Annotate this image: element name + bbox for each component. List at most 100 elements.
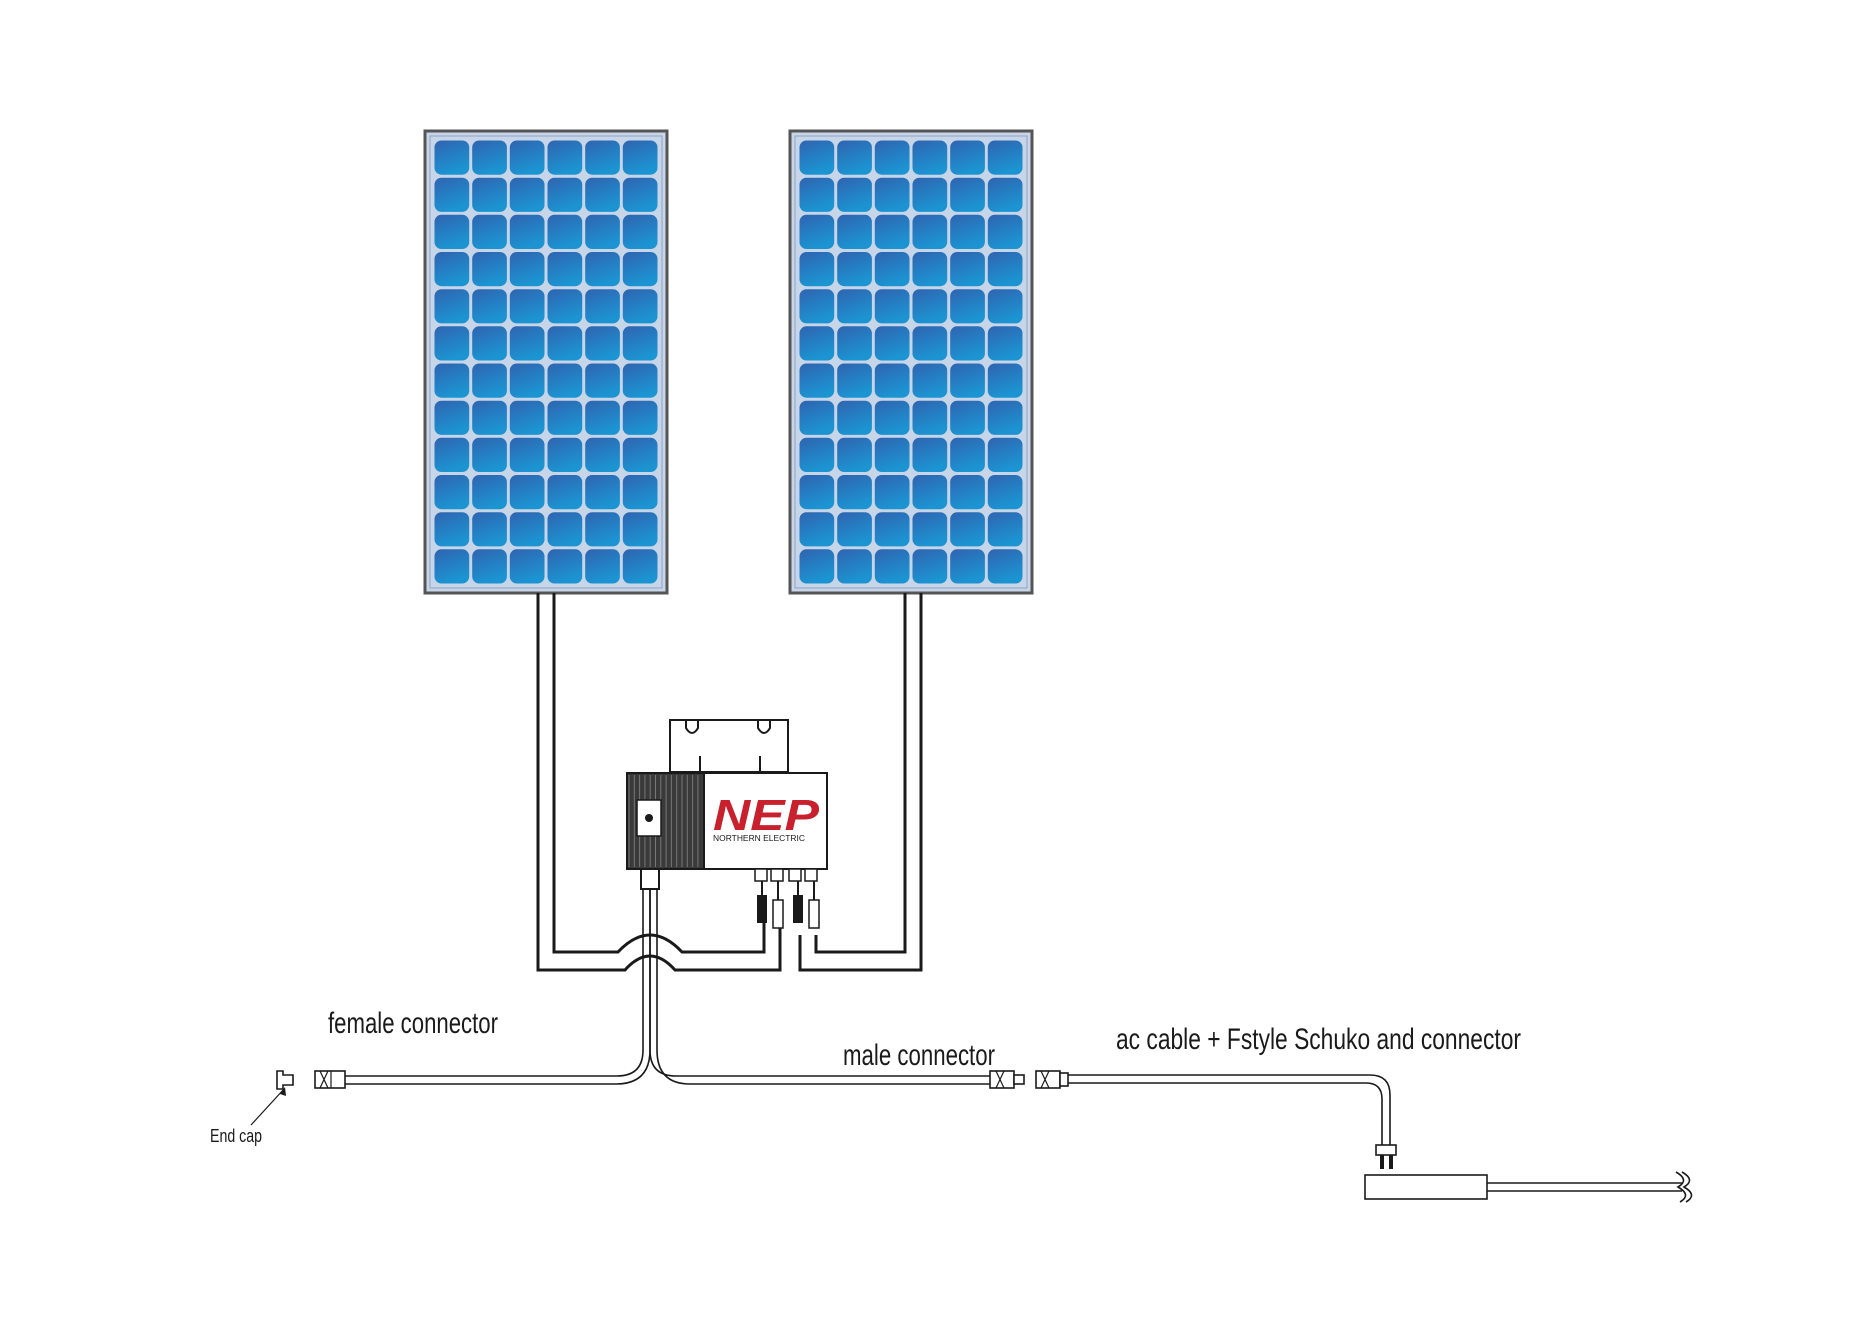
inverter-heatsink	[626, 772, 705, 870]
solar-cell	[472, 475, 507, 510]
schuko-plug	[1375, 1144, 1397, 1169]
solar-cell	[987, 475, 1023, 510]
solar-cell	[799, 437, 835, 472]
solar-cell	[912, 326, 948, 361]
solar-cell	[622, 326, 658, 361]
solar-cell	[547, 549, 583, 584]
solar-cell	[874, 140, 910, 175]
solar-cell	[434, 475, 470, 510]
solar-cell	[434, 214, 470, 249]
solar-cell	[434, 549, 470, 584]
male-connector	[989, 1070, 1025, 1089]
solar-cell	[585, 400, 620, 435]
solar-cell	[799, 140, 835, 175]
solar-cell	[799, 400, 835, 435]
solar-cell	[874, 549, 910, 584]
solar-cell	[874, 177, 910, 212]
solar-cell	[509, 475, 545, 510]
solar-cell	[509, 549, 545, 584]
solar-cell	[799, 363, 835, 398]
solar-cell	[950, 512, 985, 547]
solar-cell	[547, 214, 583, 249]
solar-cell	[987, 363, 1023, 398]
ac-cable	[1068, 1074, 1391, 1145]
solar-cell	[987, 437, 1023, 472]
solar-cell	[950, 140, 985, 175]
solar-cell	[509, 289, 545, 324]
solar-cell	[547, 512, 583, 547]
solar-cell	[622, 177, 658, 212]
solar-cell	[874, 475, 910, 510]
solar-cell	[472, 326, 507, 361]
solar-cell	[509, 140, 545, 175]
solar-cell	[585, 475, 620, 510]
solar-cell	[434, 140, 470, 175]
solar-cell	[585, 326, 620, 361]
solar-cell	[912, 363, 948, 398]
female-connector	[314, 1070, 346, 1089]
solar-cell	[950, 400, 985, 435]
solar-cell	[912, 214, 948, 249]
solar-cell	[950, 549, 985, 584]
solar-cell	[509, 326, 545, 361]
solar-cell	[837, 475, 872, 510]
solar-cell	[434, 363, 470, 398]
solar-cell	[987, 549, 1023, 584]
solar-cell	[509, 363, 545, 398]
microinverter: NEP NORTHERN ELECTRIC	[626, 719, 828, 929]
solar-cell	[837, 437, 872, 472]
solar-cell	[837, 549, 872, 584]
solar-cells-left	[434, 140, 658, 584]
solar-cell	[912, 512, 948, 547]
end-cap-label: End cap	[210, 1126, 262, 1146]
solar-cell	[950, 437, 985, 472]
solar-cell	[509, 400, 545, 435]
solar-cell	[472, 400, 507, 435]
solar-cell	[912, 400, 948, 435]
solar-cell	[622, 475, 658, 510]
solar-cell	[472, 140, 507, 175]
solar-cell	[434, 289, 470, 324]
solar-cell	[837, 177, 872, 212]
solar-cell	[509, 214, 545, 249]
solar-cell	[622, 252, 658, 287]
solar-cell	[987, 214, 1023, 249]
solar-cell	[874, 289, 910, 324]
solar-cell	[912, 177, 948, 212]
solar-cell	[622, 363, 658, 398]
solar-cell	[472, 214, 507, 249]
solar-cell	[434, 177, 470, 212]
solar-cell	[622, 289, 658, 324]
solar-cell	[547, 400, 583, 435]
solar-cell	[585, 289, 620, 324]
solar-cell	[799, 475, 835, 510]
solar-cell	[950, 214, 985, 249]
nep-logo-subtitle: NORTHERN ELECTRIC	[713, 834, 805, 843]
solar-cell	[547, 289, 583, 324]
solar-cell	[987, 252, 1023, 287]
solar-cell	[987, 326, 1023, 361]
schuko-socket-strip	[1364, 1171, 1693, 1203]
solar-cell	[987, 289, 1023, 324]
solar-cell	[547, 326, 583, 361]
solar-cell	[799, 214, 835, 249]
solar-cell	[585, 177, 620, 212]
solar-cell	[987, 177, 1023, 212]
solar-cell	[874, 437, 910, 472]
solar-cell	[509, 177, 545, 212]
solar-cell	[585, 252, 620, 287]
solar-cell	[987, 140, 1023, 175]
solar-cell	[472, 177, 507, 212]
ac-cable-connector	[1035, 1070, 1069, 1089]
solar-cell	[434, 512, 470, 547]
solar-cell	[912, 289, 948, 324]
solar-cell	[622, 140, 658, 175]
solar-cell	[837, 400, 872, 435]
solar-cell	[837, 363, 872, 398]
solar-cell	[622, 437, 658, 472]
solar-cell	[874, 400, 910, 435]
solar-cell	[912, 437, 948, 472]
solar-cell	[434, 326, 470, 361]
solar-cell	[912, 252, 948, 287]
ac-cable-label: ac cable + Fstyle Schuko and connector	[1116, 1023, 1521, 1056]
